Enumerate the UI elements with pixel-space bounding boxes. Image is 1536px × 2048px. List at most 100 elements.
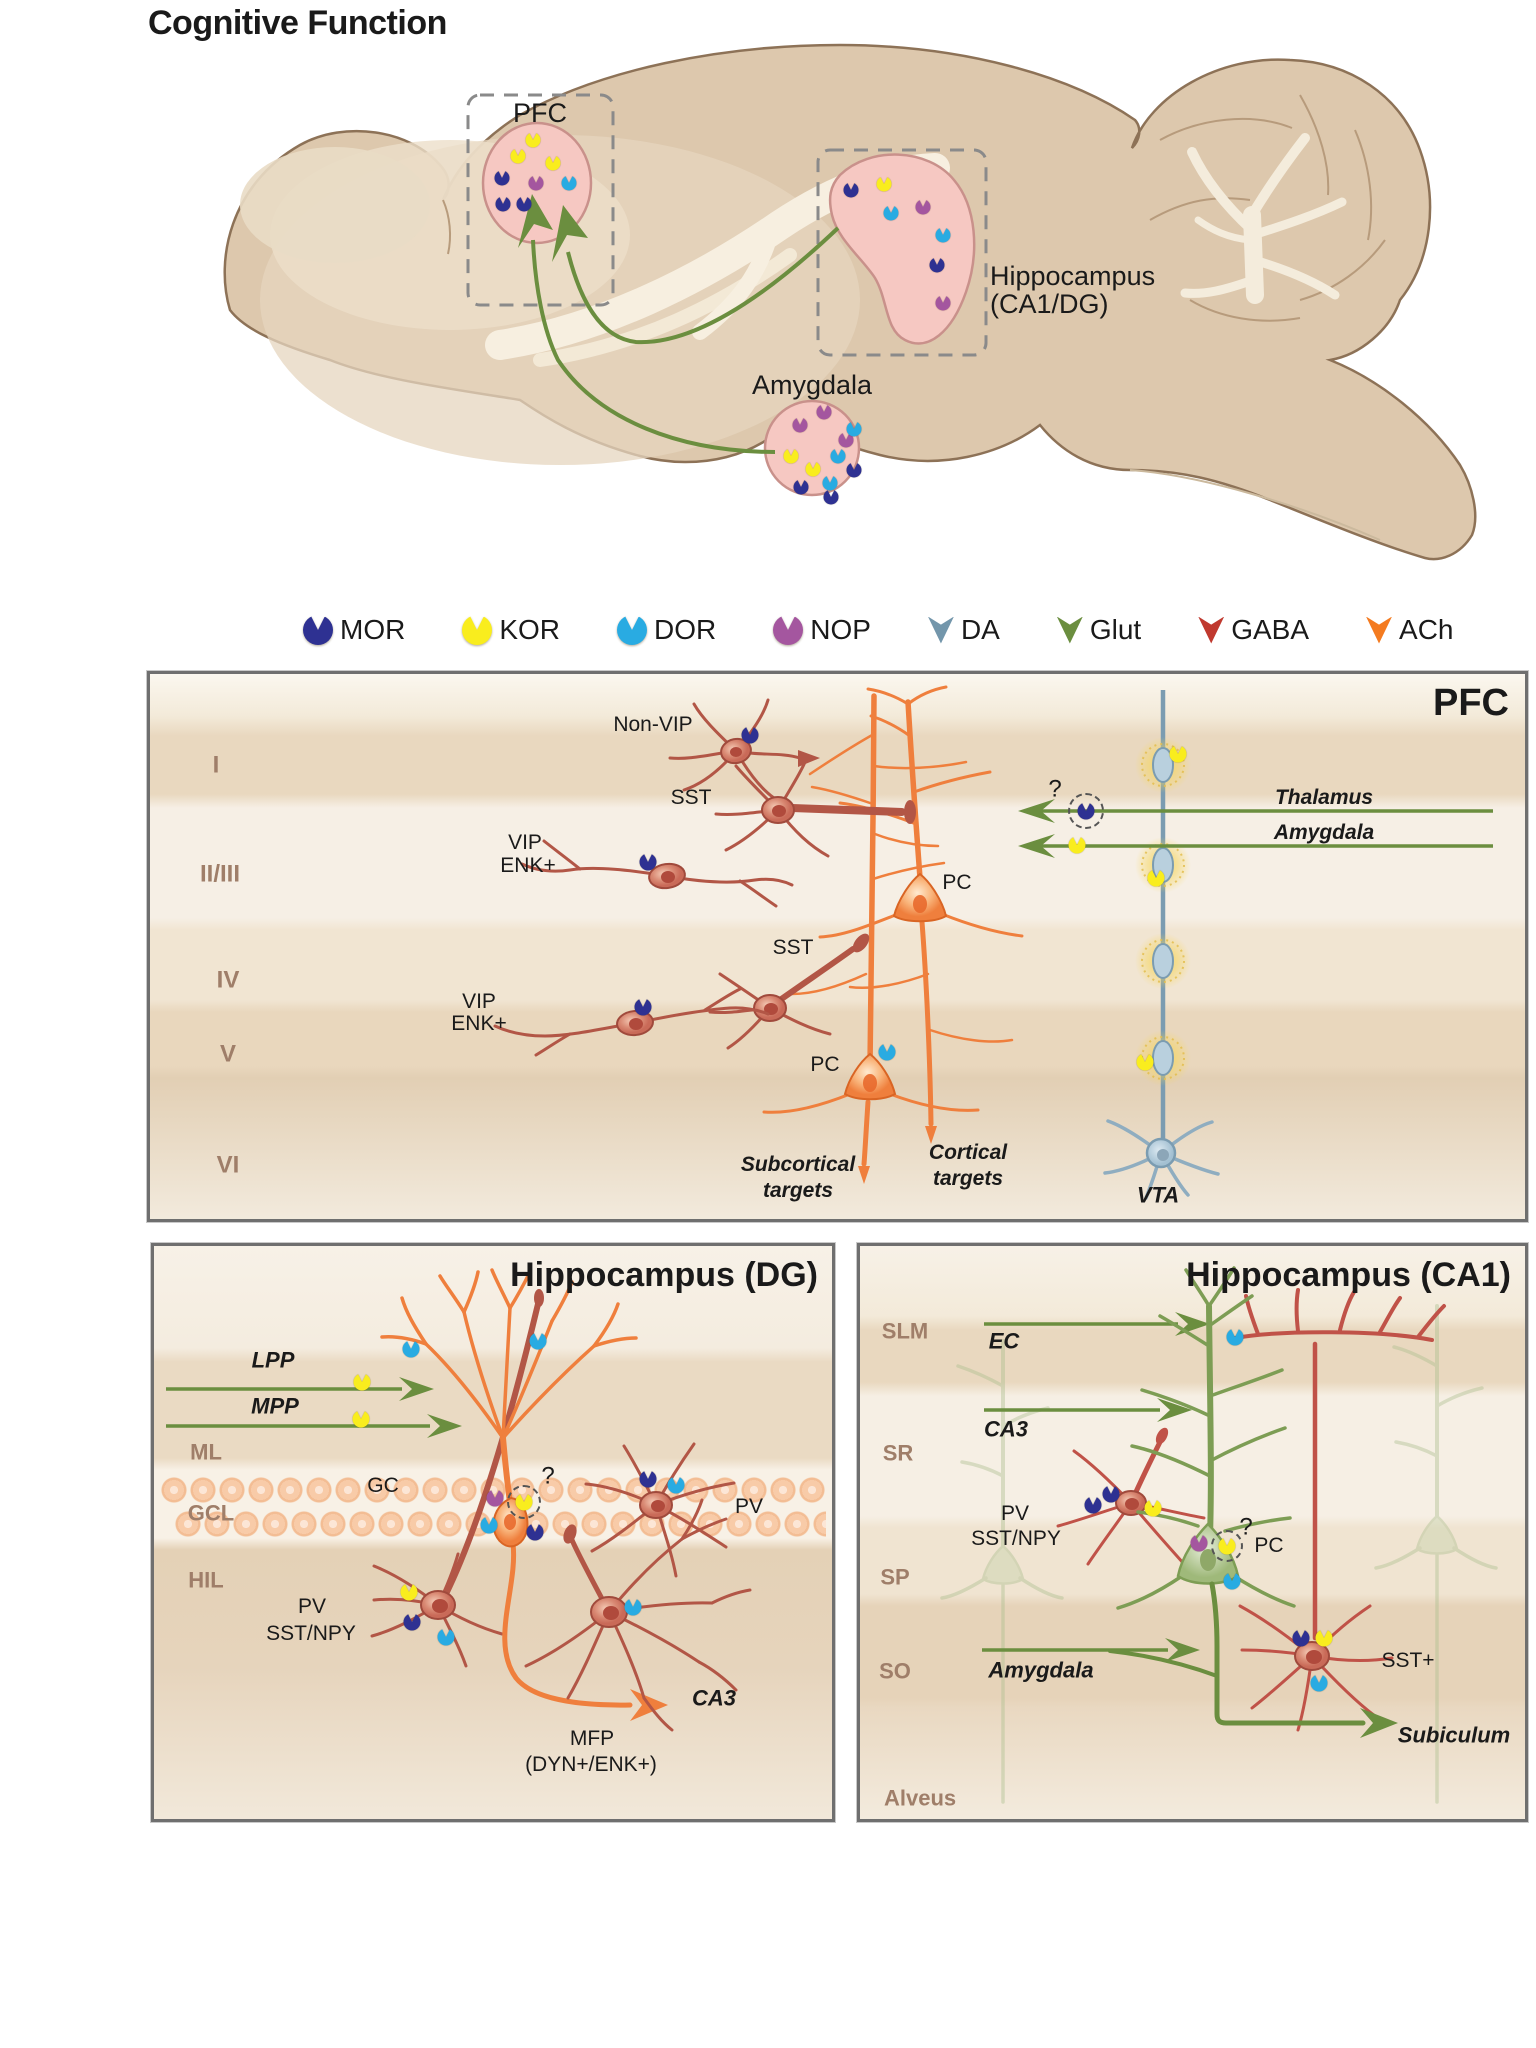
legend-item-dor: DOR bbox=[617, 614, 716, 646]
glut-arrowhead-icon bbox=[552, 205, 588, 262]
dor-receptor-icon bbox=[617, 615, 648, 645]
lpp-afferent bbox=[166, 1377, 434, 1401]
sst-lower-label: SST bbox=[772, 935, 814, 959]
ghost-neurons bbox=[940, 1304, 1498, 1804]
gc-label: GC bbox=[367, 1473, 399, 1497]
subcortical-targets-label-2: targets bbox=[762, 1178, 834, 1202]
sst-upper-label: SST bbox=[670, 785, 712, 809]
pv-sst-npy-neuron bbox=[1056, 1427, 1206, 1566]
ca3-label: CA3 bbox=[691, 1685, 737, 1711]
brainstem-fold bbox=[1129, 469, 1381, 541]
layer-label-alveus: Alveus bbox=[884, 1785, 957, 1811]
sst-plus-neuron bbox=[1238, 1604, 1394, 1732]
mpp-afferent bbox=[166, 1414, 462, 1438]
legend-label: GABA bbox=[1231, 614, 1310, 645]
mfp-label-1: MFP bbox=[569, 1726, 615, 1750]
legend: MOR KOR DOR NOP DA Glut GABA ACh bbox=[303, 614, 1453, 646]
legend-item-mor: MOR bbox=[303, 614, 405, 646]
brain-illustration bbox=[223, 43, 1477, 561]
pyramidal-cells bbox=[762, 685, 1024, 1184]
amygdala-brain-label: Amygdala bbox=[751, 369, 873, 400]
pv-sst-npy-neuron bbox=[370, 1289, 544, 1668]
hippocampus-brain-label-line2: (CA1/DG) bbox=[990, 288, 1109, 319]
green-pyramidal-cell bbox=[1108, 1266, 1398, 1738]
mpp-label: MPP bbox=[251, 1393, 299, 1419]
glut-arrowhead-icon bbox=[1018, 834, 1055, 858]
interneurons bbox=[493, 698, 916, 1057]
glut-arrowhead-icon bbox=[1165, 1638, 1200, 1662]
amygdala-afferent bbox=[982, 1638, 1200, 1662]
ec-label: EC bbox=[988, 1328, 1020, 1354]
granule-neuron bbox=[380, 1268, 668, 1721]
cerebellum bbox=[1149, 94, 1386, 322]
vta-neuron bbox=[1103, 1119, 1220, 1200]
nonvip-label: Non-VIP bbox=[613, 712, 693, 736]
pv-sst-npy-label-2: SST/NPY bbox=[971, 1526, 1061, 1550]
legend-label: MOR bbox=[340, 614, 406, 645]
legend-item-kor: KOR bbox=[462, 614, 560, 646]
amygdala-afferent-label: Amygdala bbox=[1273, 820, 1375, 844]
pc-label: PC bbox=[1254, 1533, 1284, 1557]
legend-item-glut: Glut bbox=[1056, 614, 1142, 646]
arbor-vitae bbox=[1180, 133, 1347, 304]
vip-upper-label-2: ENK+ bbox=[500, 853, 556, 877]
gaba-marker-icon bbox=[1198, 616, 1225, 644]
ca1-panel-title: Hippocampus (CA1) bbox=[1186, 1256, 1511, 1294]
pc-upper-label: PC bbox=[942, 870, 972, 894]
legend-item-ach: ACh bbox=[1366, 614, 1453, 646]
mfp-label-2: (DYN+/ENK+) bbox=[525, 1752, 657, 1776]
layer-label-gcl: GCL bbox=[187, 1500, 235, 1526]
glut-arrowhead-icon bbox=[1157, 1398, 1192, 1422]
layer-label-II-III: II/III bbox=[199, 860, 241, 888]
glut-arrowhead-icon bbox=[399, 1377, 434, 1401]
dg-panel-title: Hippocampus (DG) bbox=[510, 1256, 818, 1294]
ca3-label: CA3 bbox=[983, 1416, 1029, 1442]
da-axon bbox=[1135, 690, 1191, 1142]
pv-label: PV bbox=[734, 1494, 764, 1518]
mor-receptor-icon bbox=[303, 615, 333, 645]
layer-label-slm: SLM bbox=[881, 1318, 929, 1344]
brain-silhouette bbox=[223, 43, 1477, 561]
legend-label: DA bbox=[960, 614, 1000, 645]
hilar-mossy-neuron bbox=[524, 1498, 752, 1732]
layer-label-ml: ML bbox=[190, 1439, 222, 1465]
ca3-afferent bbox=[984, 1398, 1192, 1422]
da-marker-icon bbox=[927, 616, 954, 644]
pfc-panel-title: PFC bbox=[1433, 682, 1509, 724]
vip-lower-neuron bbox=[493, 987, 770, 1057]
hippocampus-dashed-box bbox=[816, 148, 988, 357]
sst-upper-neuron bbox=[714, 760, 916, 858]
legend-label: ACh bbox=[1399, 614, 1454, 645]
pfc-panel: PFC I II/III IV V VI Non-VIP SST VIP ENK… bbox=[147, 671, 1528, 1222]
vip-lower-label-1: VIP bbox=[462, 989, 496, 1013]
question-mark-label: ? bbox=[1239, 1513, 1253, 1541]
legend-label: Glut bbox=[1089, 614, 1142, 645]
red-axon bbox=[1233, 1288, 1446, 1641]
question-mark-label: ? bbox=[1048, 775, 1062, 803]
amygdala-region bbox=[763, 399, 861, 497]
figure-title: Cognitive Function bbox=[148, 4, 447, 42]
amygdala-afferent-label: Amygdala bbox=[988, 1657, 1094, 1683]
nonvip-neuron bbox=[668, 698, 820, 800]
pfc-dashed-box bbox=[466, 93, 615, 307]
vip-upper-label-1: VIP bbox=[508, 830, 542, 854]
layer-label-hil: HIL bbox=[188, 1567, 224, 1593]
layer-label-sp: SP bbox=[880, 1564, 910, 1590]
green-pc-axon bbox=[1108, 1581, 1398, 1738]
pv-neuron bbox=[584, 1442, 736, 1578]
legend-label: KOR bbox=[499, 614, 561, 645]
cortical-targets-label-2: targets bbox=[932, 1166, 1004, 1190]
legend-item-nop: NOP bbox=[773, 614, 871, 646]
sst-lower-neuron bbox=[708, 933, 870, 1050]
glut-arrowhead-icon bbox=[427, 1414, 462, 1438]
layer-label-VI: VI bbox=[216, 1151, 240, 1179]
legend-label: DOR bbox=[654, 614, 717, 645]
pc-lower-label: PC bbox=[810, 1052, 840, 1076]
ach-marker-icon bbox=[1366, 616, 1393, 644]
sst-plus-label: SST+ bbox=[1381, 1648, 1435, 1672]
glut-arrowhead-icon bbox=[1018, 799, 1055, 823]
pfc-brain-label: PFC bbox=[513, 97, 567, 128]
layer-label-sr: SR bbox=[882, 1440, 914, 1466]
pv-sst-npy-label-1: PV bbox=[1000, 1501, 1030, 1525]
